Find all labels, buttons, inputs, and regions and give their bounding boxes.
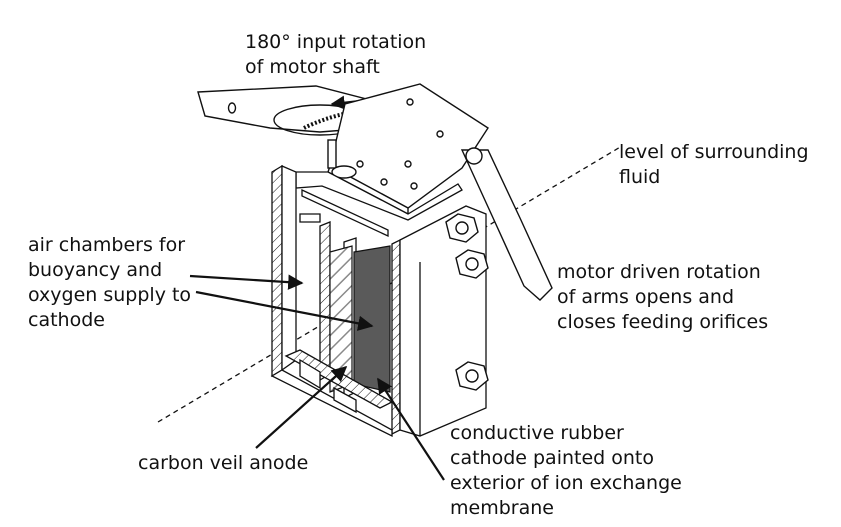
bolt-nuts (445, 213, 489, 391)
leader-arrows (189, 274, 445, 481)
label-surrounding-fluid: level of surrounding fluid (619, 141, 809, 188)
label-anode: carbon veil anode (138, 452, 309, 474)
feeding-arm (460, 147, 553, 301)
cathode-arrow (377, 377, 445, 481)
housing-left-wall (271, 164, 297, 378)
mounting-frame (295, 171, 463, 238)
nut-middle (455, 249, 489, 279)
motor-shaft (327, 139, 357, 179)
air-chamber-arrow-left (189, 274, 304, 290)
air-chamber-arrow-right (195, 290, 374, 331)
nut-bottom (455, 361, 489, 391)
anode-arrow (255, 365, 348, 449)
nut-top (445, 213, 479, 243)
label-input-rotation: 180° input rotation of motor shaft (245, 31, 427, 78)
housing-right-wall (391, 205, 487, 437)
label-air-chambers: air chambers for buoyancy and oxygen sup… (28, 234, 192, 331)
label-motor-arms: motor driven rotation of arms opens and … (557, 261, 769, 333)
rubber-cathode (353, 245, 391, 393)
label-cathode: conductive rubber cathode painted onto e… (450, 422, 682, 519)
